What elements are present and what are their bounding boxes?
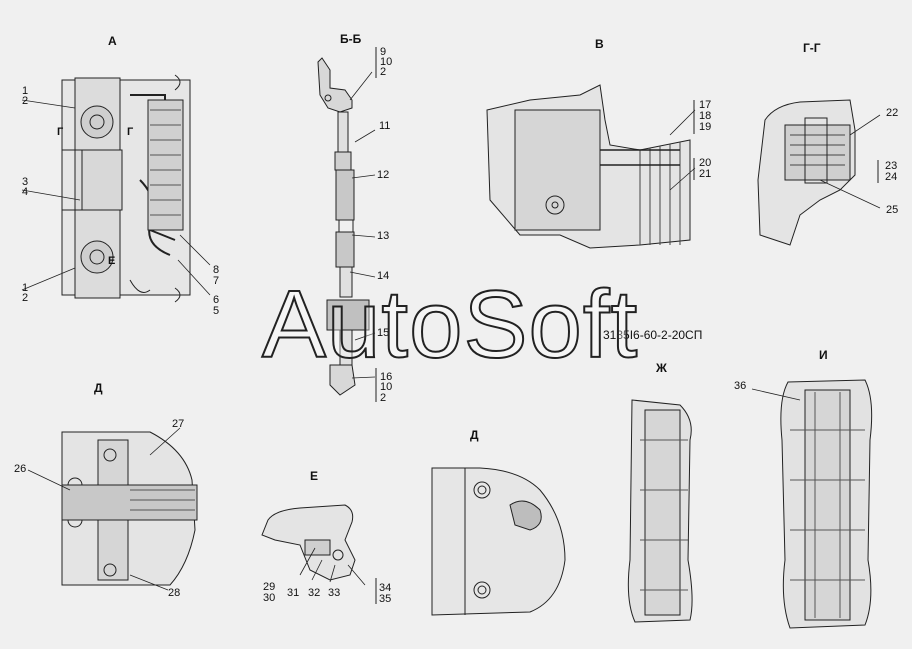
callout: 14 (377, 270, 390, 282)
callout: 16 (380, 371, 393, 383)
watermark: AutoSoft (261, 270, 639, 379)
document-code: 3135I6-60-2-20СП (603, 328, 703, 342)
callout: 2 (22, 292, 29, 304)
callout: 13 (377, 230, 390, 242)
view-title-a: А (108, 34, 117, 48)
callout: 7 (213, 275, 220, 287)
section-mark-g-left: Г (57, 126, 64, 138)
view-v-drawing (486, 84, 696, 249)
callout: 9 (380, 46, 387, 58)
callout: 2 (380, 66, 387, 78)
callout: 11 (379, 120, 391, 132)
callout: 6 (213, 294, 220, 306)
callout: 22 (886, 107, 899, 119)
section-mark-g-right: Г (127, 126, 134, 138)
callout: 31 (287, 587, 300, 599)
callout: 5 (213, 305, 220, 317)
callout: 25 (886, 204, 899, 216)
callout: 27 (172, 418, 185, 430)
callout: 20 (699, 157, 712, 169)
callout: 10 (380, 381, 393, 393)
callout: 36 (734, 380, 747, 392)
callout: 28 (168, 587, 181, 599)
view-title-d1: Д (94, 381, 103, 395)
callout: 24 (885, 171, 898, 183)
callout: 18 (699, 110, 712, 122)
callout: 12 (377, 169, 390, 181)
callout: 2 (22, 95, 29, 107)
view-zh-drawing (627, 399, 693, 623)
view-title-bb: Б-Б (340, 32, 362, 46)
callout: 1 (22, 282, 29, 294)
callout: 34 (379, 582, 392, 594)
callout: 4 (22, 186, 29, 198)
callout: 21 (699, 168, 712, 180)
view-title-e: Е (310, 469, 319, 483)
view-title-zh: Ж (656, 361, 667, 375)
view-i-drawing (751, 379, 873, 629)
callout: 2 (380, 392, 387, 404)
callout: 19 (699, 121, 712, 133)
view-title-v: В (595, 37, 604, 51)
section-mark-e: Е (108, 255, 116, 267)
callout: 1 (22, 85, 29, 97)
view-d2-drawing (431, 467, 566, 616)
callout: 8 (213, 264, 220, 276)
view-a-drawing (61, 74, 211, 303)
view-e-drawing (261, 504, 377, 604)
callout: 33 (328, 587, 341, 599)
view-gg-drawing (757, 99, 881, 246)
view-bb-drawing (317, 47, 377, 402)
view-d1-drawing (27, 427, 198, 591)
view-title-d2: Д (470, 428, 479, 442)
callout: 10 (380, 56, 393, 68)
callout: 32 (308, 587, 321, 599)
view-title-i: И (819, 348, 828, 362)
callout: 29 (263, 581, 276, 593)
callout: 23 (885, 160, 898, 172)
view-title-gg: Г-Г (803, 41, 821, 55)
callout: 26 (14, 463, 27, 475)
callout: 15 (377, 327, 390, 339)
callout: 3 (22, 176, 29, 188)
callout: 35 (379, 593, 392, 605)
callout: 17 (699, 99, 712, 111)
callout: 30 (263, 592, 276, 604)
